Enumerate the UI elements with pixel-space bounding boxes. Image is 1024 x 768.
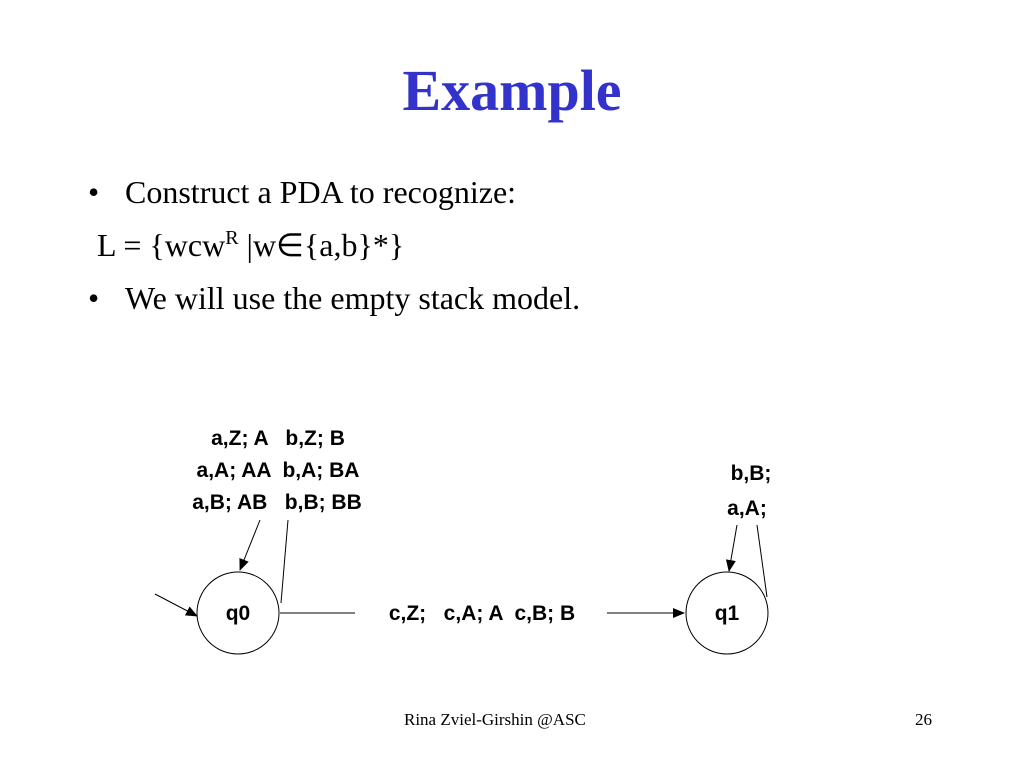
language-reverse-sup: R bbox=[225, 227, 239, 249]
q0-loop-label-line: a,Z; A b,Z; B bbox=[211, 427, 345, 450]
language-suffix: {a,b}*} bbox=[303, 227, 405, 263]
q0-loop-in-arrow bbox=[239, 519, 261, 571]
q1-loop-in-arrow bbox=[725, 524, 738, 572]
q1-loop-out-line bbox=[756, 524, 768, 598]
q0-loop-label-line: a,B; AB b,B; BB bbox=[192, 491, 362, 514]
start-arrow bbox=[154, 593, 198, 617]
state-q1-label: q1 bbox=[715, 602, 740, 625]
q1-loop-label-line: a,A; bbox=[727, 497, 767, 520]
slide-title: Example bbox=[402, 58, 622, 123]
q0-loop-label-line: a,A; AA b,A; BA bbox=[197, 459, 360, 482]
state-q0-label: q0 bbox=[226, 602, 251, 625]
bullet-marker: • bbox=[88, 174, 100, 210]
bullet-text-empty-stack: We will use the empty stack model. bbox=[125, 280, 581, 316]
bullet-text-construct: Construct a PDA to recognize: bbox=[125, 174, 517, 210]
language-prefix: L = {wcw bbox=[97, 227, 226, 263]
bullet-marker: • bbox=[88, 280, 100, 316]
language-bar: |w bbox=[238, 227, 277, 263]
element-of-symbol: ∈ bbox=[276, 227, 304, 263]
transition-q0-q1-label: c,Z; c,A; A c,B; B bbox=[389, 602, 575, 625]
q0-loop-out-line bbox=[280, 519, 289, 604]
q1-loop-label-line: b,B; bbox=[731, 462, 772, 485]
language-definition: L = {wcwR |w∈{a,b}*} bbox=[97, 227, 405, 263]
footer-author: Rina Zviel-Girshin @ASC bbox=[404, 710, 586, 729]
page-number: 26 bbox=[915, 710, 932, 729]
state-q1-circle bbox=[685, 571, 769, 655]
state-q0-circle bbox=[196, 571, 280, 655]
